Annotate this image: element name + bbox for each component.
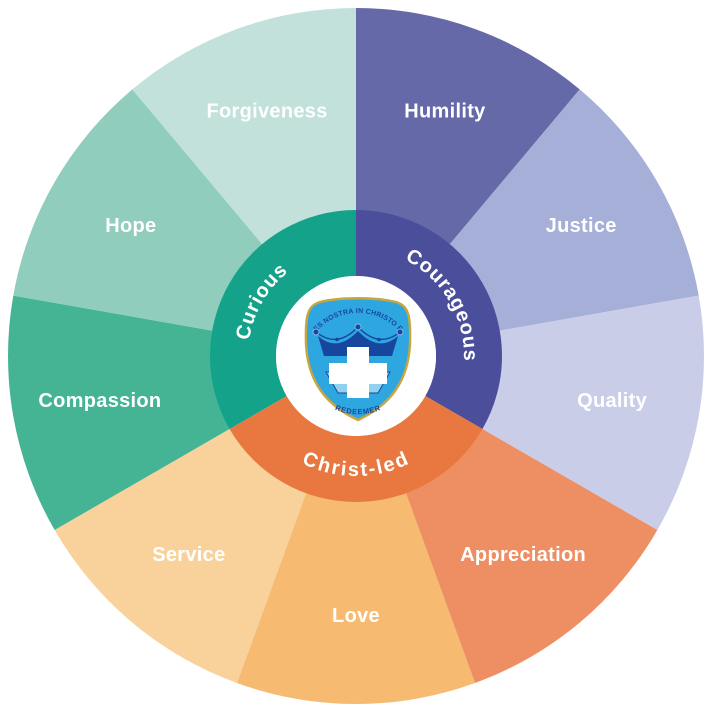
crest-cross (329, 347, 387, 398)
outer-segment-humility (356, 8, 580, 246)
outer-segment-label-love: Love (332, 605, 380, 627)
outer-segment-label-compassion: Compassion (38, 390, 161, 412)
crest-swag-bead-left (335, 337, 339, 342)
outer-segment-love (236, 491, 476, 704)
outer-segment-justice (448, 89, 699, 331)
crest-crown-jewel-left (312, 328, 320, 336)
inner-segment-courageous (356, 210, 503, 429)
crest-crown-band (318, 331, 398, 356)
inner-segment-curious (209, 210, 356, 429)
crest-swag-bead-right (377, 337, 381, 342)
crest-crown-jewel-right (396, 328, 404, 336)
outer-segment-label-hope: Hope (105, 215, 156, 237)
outer-segment-forgiveness (132, 8, 356, 246)
outer-segment-label-humility: Humility (404, 101, 486, 123)
outer-segment-service (54, 428, 307, 684)
outer-segment-compassion (8, 295, 232, 530)
outer-segment-label-appreciation: Appreciation (460, 544, 586, 566)
outer-segment-appreciation (405, 428, 658, 684)
inner-segment-christ-led (229, 396, 483, 503)
outer-segment-label-service: Service (152, 544, 225, 566)
outer-segment-hope (13, 89, 264, 331)
outer-segment-label-justice: Justice (546, 215, 617, 237)
school-crest-logo: SPES NOSTRA IN CHRISTO EST REDEEMER (304, 297, 412, 422)
outer-segment-quality (480, 295, 704, 530)
crest-crown-jewel-center (354, 323, 362, 331)
outer-segment-label-quality: Quality (577, 390, 647, 412)
outer-segment-label-forgiveness: Forgiveness (207, 101, 328, 123)
crest-redeemer-text: REDEEMER (334, 403, 382, 416)
